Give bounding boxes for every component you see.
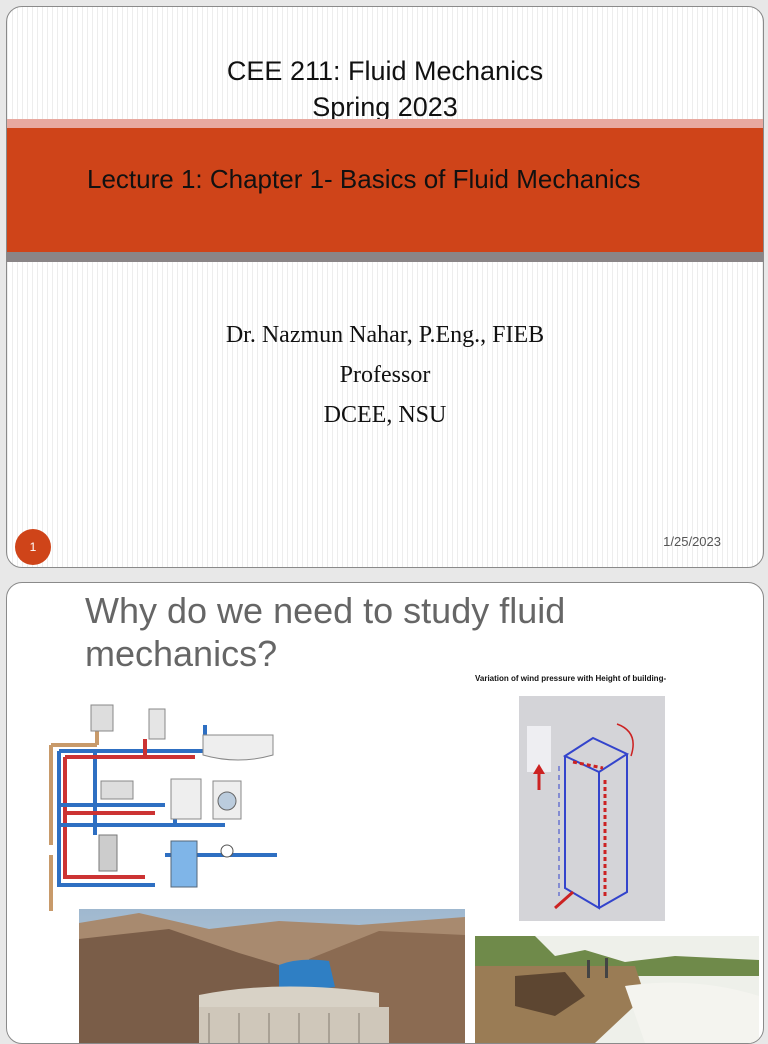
author-role: Professor	[339, 362, 431, 388]
slide-number-badge: 1	[15, 529, 51, 565]
wind-pressure-diagram-image	[519, 696, 665, 921]
slide-date: 1/25/2023	[663, 534, 721, 549]
slide-heading: Why do we need to study fluid mechanics?	[85, 590, 566, 674]
title-slide: CEE 211: Fluid Mechanics Spring 2023 Lec…	[6, 6, 764, 568]
accent-bar	[7, 119, 763, 128]
riverbank-erosion-photo	[475, 936, 759, 1043]
author-affiliation: DCEE, NSU	[323, 402, 447, 428]
course-header: CEE 211: Fluid Mechanics Spring 2023	[7, 53, 763, 125]
author-block: Dr. Nazmun Nahar, P.Eng., FIEB Professor…	[7, 315, 763, 435]
wind-figure-title: Variation of wind pressure with Height o…	[475, 674, 667, 683]
plumbing-diagram-image	[45, 685, 277, 911]
term: Spring 2023	[312, 92, 458, 122]
divider-bar	[7, 252, 763, 262]
lecture-title: Lecture 1: Chapter 1- Basics of Fluid Me…	[87, 164, 641, 194]
author-name: Dr. Nazmun Nahar, P.Eng., FIEB	[225, 322, 545, 348]
content-slide: Why do we need to study fluid mechanics?…	[6, 582, 764, 1044]
dam-photo	[79, 909, 465, 1043]
course-title: CEE 211: Fluid Mechanics	[226, 56, 544, 86]
title-band	[7, 128, 763, 252]
